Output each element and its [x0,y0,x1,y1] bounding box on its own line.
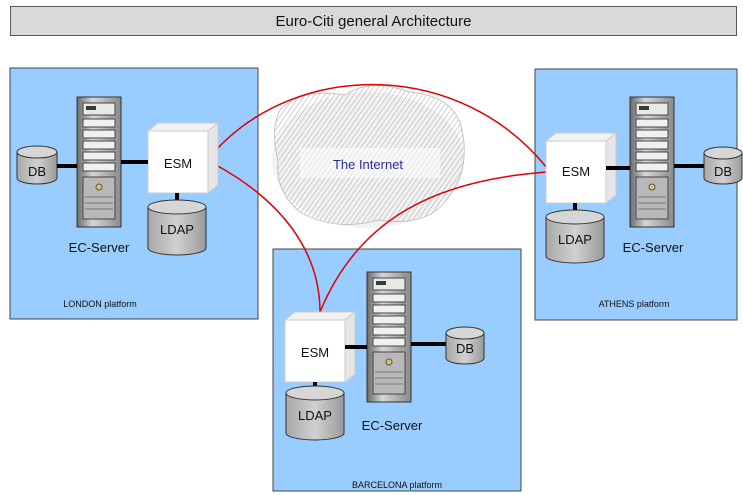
athens-ldap-label: LDAP [558,232,592,247]
link-athens-barcelona [319,171,548,313]
london-platform-label: LONDON platform [63,299,137,309]
athens-db: DB [703,146,743,185]
athens-server-label: EC-Server [623,240,684,255]
athens-platform: ESM LDAP DB EC-Server ATHENS platform [544,96,743,309]
barcelona-platform-label: BARCELONA platform [352,480,442,490]
internet-connections [215,83,548,313]
barcelona-ldap: LDAP [285,385,345,441]
london-server-label: EC-Server [69,240,130,255]
athens-esm-label: ESM [562,164,590,179]
athens-ldap: LDAP [545,209,605,264]
athens-platform-label: ATHENS platform [599,299,670,309]
london-platform: DB ESM LDAP EC-Server LONDON platform [16,96,220,309]
barcelona-server-label: EC-Server [362,418,423,433]
barcelona-ldap-label: LDAP [298,408,332,423]
barcelona-esm: ESM [283,310,357,384]
barcelona-db-label: DB [456,341,474,356]
athens-esm: ESM [544,131,618,205]
athens-server-icon [629,96,675,228]
internet-label: The Internet [333,157,403,172]
barcelona-server-icon [366,271,412,403]
london-db: DB [16,145,58,185]
london-ldap-label: LDAP [160,222,194,237]
barcelona-esm-label: ESM [301,345,329,360]
london-esm: ESM [146,121,220,195]
london-db-label: DB [28,164,46,179]
link-london-athens [215,83,548,169]
london-esm-label: ESM [164,156,192,171]
london-ldap: LDAP [147,199,207,256]
barcelona-db: DB [445,326,485,365]
diagram-title: Euro-Citi general Architecture [10,6,737,36]
internet-cloud: The Internet [272,85,465,228]
barcelona-platform: ESM LDAP DB EC-Server BARCELONA platform [283,271,485,490]
link-london-barcelona [215,164,321,313]
athens-db-label: DB [714,164,732,179]
london-server-icon [76,96,122,228]
london-platform-box [9,67,259,320]
